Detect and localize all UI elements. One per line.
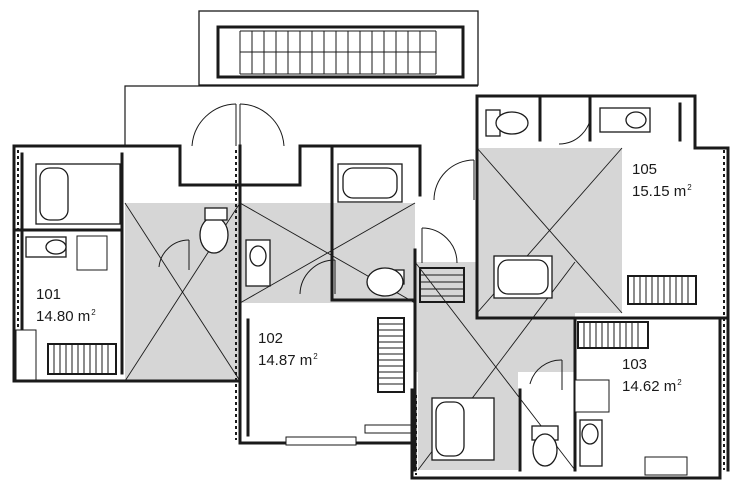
walls [12,94,730,480]
room-102-number: 102 [258,330,284,347]
room-105-number: 105 [632,161,658,178]
doors [158,103,592,390]
wall-spine [17,150,725,475]
windows [15,235,688,476]
room-103-unit-sup: 2 [677,378,682,387]
room-103-unit: m [663,378,677,395]
room-105-unit: m [673,183,687,200]
room-101-unit: m [77,308,91,325]
upper-stair-box [198,10,479,86]
room-101-label: 101 14.80 m2 [36,286,96,326]
stairs [47,267,697,393]
room-103-area: 14.62 [622,378,660,395]
room-102-area: 14.87 [258,352,296,369]
room-101-area: 14.80 [36,308,74,325]
fixtures [25,107,651,467]
room-105-area: 15.15 [632,183,670,200]
room-101-unit-sup: 2 [91,308,96,317]
room-105-label: 105 15.15 m2 [632,161,692,201]
room-105-unit-sup: 2 [687,183,692,192]
canopy-outline [124,85,478,145]
room-103-label: 103 14.62 m2 [622,356,682,396]
room-101-number: 101 [36,286,62,303]
room-102-unit-sup: 2 [313,352,318,361]
room-103-number: 103 [622,356,648,373]
room-102-unit: m [299,352,313,369]
room-102-label: 102 14.87 m2 [258,330,318,370]
